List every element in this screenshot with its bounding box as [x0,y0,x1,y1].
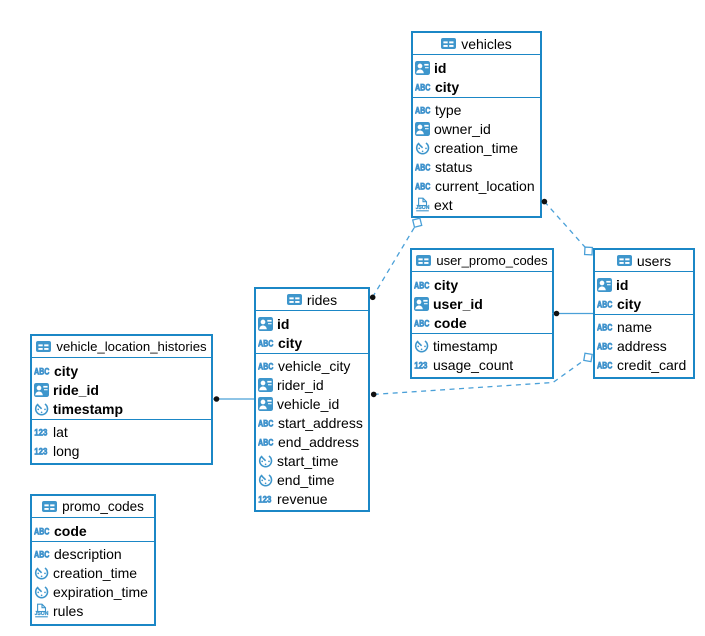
svg-text:ABC: ABC [34,366,50,376]
svg-text:123: 123 [34,427,47,437]
svg-text:ABC: ABC [415,82,431,92]
svg-text:ABC: ABC [597,322,613,332]
svg-text:ABC: ABC [258,338,274,348]
svg-text:ABC: ABC [34,526,50,536]
svg-text:ABC: ABC [258,437,274,447]
svg-text:ABC: ABC [34,549,50,559]
svg-text:123: 123 [258,494,271,504]
svg-text:ABC: ABC [415,105,431,115]
svg-text:ABC: ABC [597,360,613,370]
svg-text:ABC: ABC [597,299,613,309]
svg-text:ABC: ABC [597,341,613,351]
svg-text:123: 123 [34,446,47,456]
svg-text:ABC: ABC [414,318,430,328]
svg-text:ABC: ABC [415,181,431,191]
svg-text:ABC: ABC [258,361,274,371]
svg-text:JSON: JSON [35,611,49,617]
svg-text:ABC: ABC [415,162,431,172]
svg-text:ABC: ABC [258,418,274,428]
svg-text:123: 123 [414,360,427,370]
svg-text:ABC: ABC [414,280,430,290]
svg-text:JSON: JSON [416,205,430,211]
